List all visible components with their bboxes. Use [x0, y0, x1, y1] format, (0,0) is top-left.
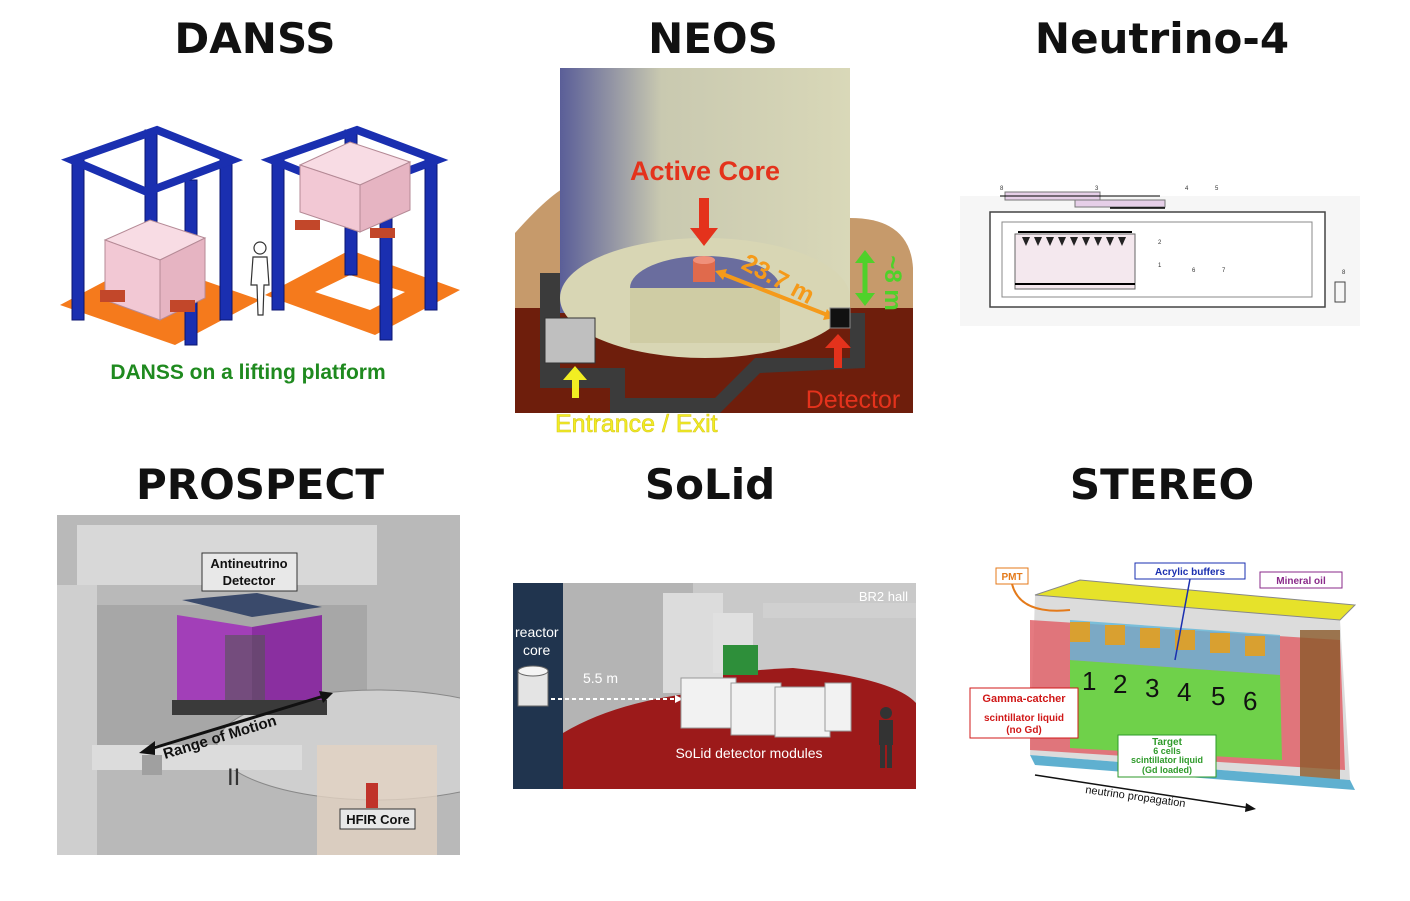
solid-reactor-core-icon [517, 665, 549, 707]
neutrino4-label-7: 6 [1192, 268, 1196, 274]
danss-illustration: DANSS on a lifting platform [60, 125, 460, 384]
solid-modules-label: SoLid detector modules [675, 745, 822, 761]
stereo-cell-4: 4 [1177, 677, 1191, 707]
stereo-gamma-line3: (no Gd) [1006, 725, 1042, 736]
stereo-target-line3: scintillator liquid [1131, 755, 1203, 765]
neutrino4-label-1: 8 [1000, 186, 1004, 192]
stereo-gamma-line2: scintillator liquid [984, 713, 1064, 724]
neutrino4-label-3: 4 [1185, 186, 1189, 192]
solid-hall-label: BR2 hall [859, 589, 908, 604]
solid-detector-modules [680, 677, 852, 738]
neutrino4-detector-array [1014, 231, 1136, 290]
neos-title: NEOS [648, 14, 778, 63]
stereo-gamma-line1: Gamma-catcher [982, 693, 1066, 705]
neos-detector-icon [829, 307, 851, 329]
solid-illustration: BR2 hall reactor core 5.5 m SoLid detect… [513, 583, 916, 789]
stereo-pmt-label: PMT [1001, 572, 1022, 583]
stereo-illustration: 1 2 3 4 5 6 PMT Acrylic buffers Mineral … [969, 562, 1357, 812]
hfir-core-icon [366, 783, 378, 808]
stereo-mineral-label: Mineral oil [1276, 576, 1326, 587]
stereo-cell-2: 2 [1113, 669, 1127, 699]
stereo-target-line1: Target [1152, 737, 1182, 748]
solid-title: SoLid [644, 460, 776, 509]
danss-caption: DANSS on a lifting platform [110, 361, 385, 384]
neos-illustration: Active Core 23.7 m ~8 m Detector Entranc… [515, 68, 913, 438]
stereo-propagation-label: neutrino propagation [1085, 784, 1187, 810]
neos-depth-label: ~8 m [879, 255, 906, 310]
neos-active-core-label: Active Core [630, 156, 780, 186]
prospect-core-label: HFIR Core [346, 812, 410, 827]
danss-detector-right [295, 141, 412, 238]
person-icon [879, 707, 893, 768]
neutrino4-label-2: 3 [1095, 186, 1099, 192]
human-figure-icon [250, 241, 270, 316]
neos-entrance-label: Entrance / Exit [555, 410, 718, 438]
stereo-acrylic-label: Acrylic buffers [1155, 567, 1225, 578]
stereo-cell-5: 5 [1211, 681, 1225, 711]
neutrino4-illustration: 8 3 4 5 2 1 6 7 8 [960, 186, 1360, 326]
neutrino4-label-8: 7 [1222, 268, 1226, 274]
neutrino4-label-4: 5 [1215, 186, 1219, 192]
neos-active-core-icon [693, 256, 715, 282]
prospect-wall-mark: II [227, 764, 240, 791]
stereo-target-line2: 6 cells [1153, 746, 1181, 756]
neutrino4-label-9: 8 [1342, 270, 1346, 276]
solid-reactor-line2: core [523, 642, 550, 658]
stereo-top-lid [1034, 579, 1357, 621]
solid-reactor-line1: reactor [515, 624, 559, 640]
neutrino4-title: Neutrino-4 [1034, 14, 1290, 63]
solid-distance-label: 5.5 m [583, 670, 618, 686]
danss-title: DANSS [174, 14, 336, 63]
prospect-detector-line1: Antineutrino [210, 556, 287, 571]
stereo-title: STEREO [1069, 460, 1255, 509]
stereo-cell-6: 6 [1243, 686, 1257, 716]
prospect-detector-line2: Detector [223, 573, 276, 588]
prospect-illustration: Antineutrino Detector Range of Motion II… [57, 515, 460, 855]
stereo-cell-3: 3 [1145, 673, 1159, 703]
stereo-cell-1: 1 [1082, 666, 1096, 696]
stereo-target-line4: (Gd loaded) [1142, 765, 1192, 775]
prospect-detector [172, 593, 327, 715]
neutrino4-label-6: 1 [1158, 263, 1162, 269]
neos-detector-label: Detector [806, 386, 900, 414]
danss-detector-left [100, 219, 207, 321]
prospect-title: PROSPECT [135, 460, 385, 509]
neutrino4-label-5: 2 [1158, 240, 1162, 246]
